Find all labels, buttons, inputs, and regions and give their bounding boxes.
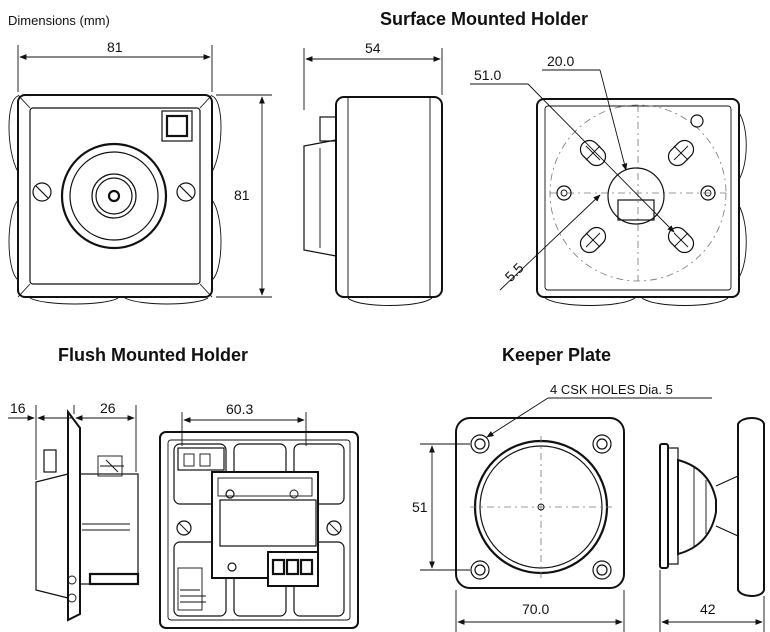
flush-depth-label: 26 [100,400,116,416]
flush-holder-side-view [35,409,140,622]
hole-spacing-label: 51.0 [474,67,501,83]
keeper-section-title: Keeper Plate [502,345,611,365]
flush-section-title: Flush Mounted Holder [58,345,248,365]
surface-section-title: Surface Mounted Holder [380,9,588,29]
keeper-holes-label: 51 [412,499,428,515]
flush-holder-front-view [159,431,359,629]
surface-holder-front-view [8,94,222,305]
small-dim-label: 5.5 [502,260,527,285]
center-hole-label: 20.0 [547,53,574,69]
keeper-plate-side-view [659,417,765,597]
keeper-plate-front-view [455,417,625,589]
surface-depth-label: 54 [365,40,381,56]
keeper-depth-label: 42 [700,601,716,617]
surface-height-label: 81 [234,187,250,203]
flush-front-label: 16 [10,400,26,416]
csk-holes-note: 4 CSK HOLES Dia. 5 [550,382,673,397]
surface-holder-back-view [536,98,747,306]
surface-width-label: 81 [107,39,123,55]
flush-width-label: 60.3 [226,401,253,417]
dimensions-caption: Dimensions (mm) [8,13,110,28]
surface-holder-side-view [303,96,443,306]
keeper-width-label: 70.0 [522,601,549,617]
